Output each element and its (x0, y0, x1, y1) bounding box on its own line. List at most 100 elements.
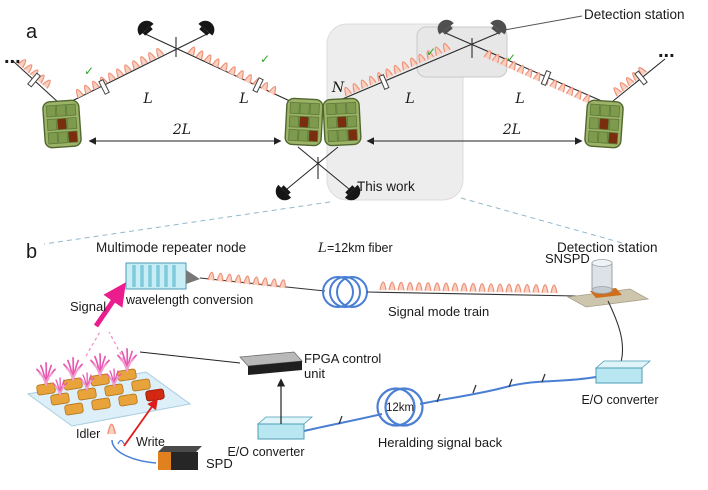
pulse-icon (279, 278, 288, 289)
wavelength-conversion-label: wavelength conversion (125, 293, 253, 307)
detection-station-title: Detection station (557, 240, 658, 255)
signal-collection-dash-2 (108, 331, 125, 361)
pulse-train (207, 271, 288, 289)
coil-12km-label: 12km (386, 402, 414, 414)
pulse-train (17, 57, 53, 90)
checkmark-3: ✓ (426, 45, 436, 59)
signal-fiber-2 (366, 291, 578, 297)
memory-node-3 (322, 97, 362, 147)
eo-converter-left-box (256, 416, 314, 440)
pulse-icon (557, 82, 568, 93)
fiber-coupler-icon (186, 270, 200, 284)
idler-photon-icon (117, 439, 125, 445)
wc-box-stripes (132, 265, 176, 287)
pulse-icon (433, 282, 441, 292)
l-label-2: L (238, 91, 248, 107)
electrode-pad (131, 378, 151, 392)
write-beam (123, 398, 158, 447)
panel-b: b Multimode repeater node Detection stat… (26, 240, 659, 471)
pulse-icon (261, 277, 270, 287)
pulse-icon (415, 282, 423, 292)
idler-fiber (111, 439, 157, 464)
write-spark-icon (148, 388, 162, 402)
heralding-fiber-2 (303, 413, 383, 432)
checkmark-4: ✓ (506, 51, 516, 65)
panel-a: a ... ... Detection station L L L L N 2L… (4, 7, 685, 245)
pulse-icon (573, 89, 584, 101)
signal-mode-train-label: Signal mode train (388, 304, 489, 319)
pulse-icon (550, 284, 558, 294)
pulse-icon (451, 282, 459, 292)
this-work-label: This work (357, 179, 415, 194)
heralding-label: Heralding signal back (378, 435, 503, 450)
l-label-3: L (404, 91, 414, 107)
heralding-pulse-tick (508, 378, 513, 388)
write-label: Write (136, 435, 165, 449)
pulse-icon (252, 276, 261, 286)
expansion-dash-left (43, 201, 331, 245)
detection-station-label: Detection station (584, 7, 685, 22)
fiber-length-math: L (317, 241, 327, 256)
spd-icon (158, 446, 202, 470)
pulse-icon (23, 62, 35, 74)
pulse-icon (270, 278, 279, 288)
heralding-pulse-tick (436, 393, 441, 403)
fiber-spool-icon (322, 276, 368, 308)
pulse-icon (207, 271, 216, 282)
signal-collection-dash-1 (85, 329, 102, 357)
pulse-icon (234, 274, 243, 285)
memory-node-2 (284, 97, 324, 147)
l-label-1: L (142, 91, 152, 107)
snspd-icon (566, 259, 650, 308)
heralding-pulse-tick (472, 384, 477, 394)
pulse-icon (532, 71, 543, 83)
beam-center-2 (286, 146, 339, 190)
two-l-label-right: 2L (502, 122, 521, 138)
snspd-label: SNSPD (545, 251, 590, 266)
detector-icon (133, 17, 156, 39)
idler-label: Idler (76, 427, 100, 441)
heralding-pulse-tick (338, 415, 343, 425)
pulse-icon (235, 68, 247, 80)
beam-outer-right (612, 58, 666, 102)
ellipsis-left: ... (4, 46, 21, 68)
two-l-label-left: 2L (172, 122, 191, 138)
ellipsis-right: ... (658, 40, 675, 62)
pulse-icon (442, 282, 450, 292)
pulse-icon (244, 72, 255, 84)
pulse-icon (406, 281, 414, 292)
pulse-icon (532, 284, 540, 294)
fpga-crystal-link (139, 351, 241, 364)
snspd-fiber (607, 300, 624, 363)
pulse-icon (397, 281, 405, 292)
checkmark-1: ✓ (84, 64, 94, 78)
pulse-icon (514, 283, 522, 294)
pulse-icon (388, 281, 396, 291)
pulse-train (379, 281, 558, 294)
memory-node-4 (583, 99, 625, 149)
pulse-icon (227, 64, 238, 76)
atomic-ensemble-icon (90, 353, 110, 377)
pulse-icon (478, 283, 486, 293)
pulse-icon (496, 283, 504, 293)
pulse-icon (505, 283, 513, 293)
detection-station-box (416, 26, 508, 78)
fiber-length-label: =12km fiber (327, 241, 393, 255)
pulse-icon (565, 85, 576, 97)
beam-paths (12, 30, 666, 190)
expansion-dash-right (460, 197, 627, 245)
beam-outer-left (12, 60, 60, 104)
detection-station-pointer (498, 15, 583, 32)
pulse-icon (460, 282, 468, 293)
panel-a-label: a (26, 21, 38, 43)
pulse-icon (541, 284, 549, 294)
pulse-icon (41, 77, 53, 90)
electrode-pad (64, 402, 84, 416)
pulse-icon (379, 281, 387, 291)
beam-n1-bs (69, 31, 212, 103)
fpga-label-line2: unit (304, 366, 325, 381)
electrode-pad (118, 393, 138, 407)
eo-converter-left-label: E/O converter (227, 445, 304, 459)
